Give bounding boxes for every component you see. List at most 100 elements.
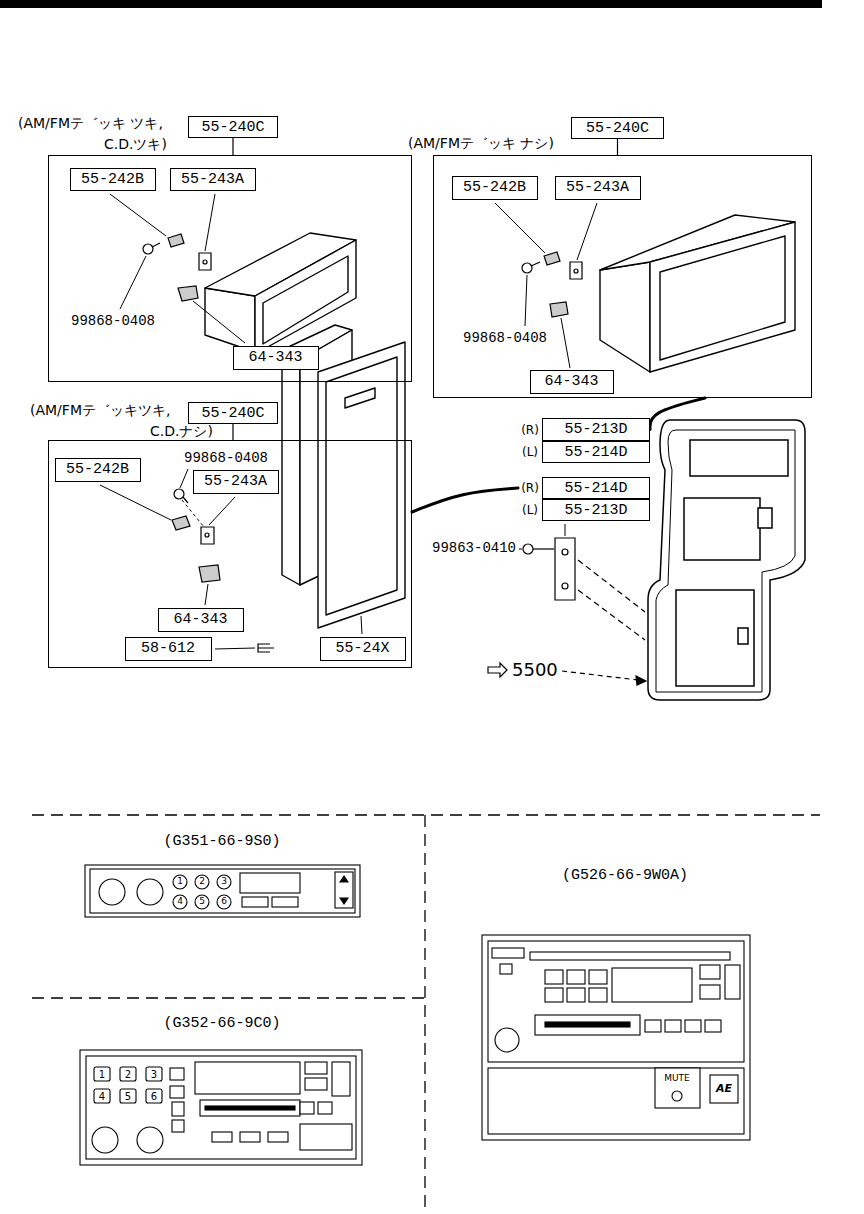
part-number-box: 55-240C <box>188 116 278 138</box>
radio-g352 <box>94 1067 110 1081</box>
preset-button-number: 3 <box>151 1069 157 1080</box>
radio-g526 <box>567 988 585 1002</box>
radio-g351 <box>137 879 163 905</box>
radio-g351 <box>99 879 125 905</box>
small-parts <box>550 302 568 317</box>
leader-line <box>577 203 597 260</box>
mounting-bracket <box>523 544 533 554</box>
radio-g351 <box>217 875 231 889</box>
option-heading: (AM/FMテ゛ッキツキ, <box>30 403 170 418</box>
radio-g352 <box>172 1120 184 1132</box>
part-number-box: 64-343 <box>158 608 244 632</box>
fastener-number: 99868-0408 <box>463 331 547 345</box>
reference-pointer <box>562 671 638 680</box>
radio-g351 <box>242 897 268 907</box>
radio-g352 <box>205 1106 295 1110</box>
leader-line <box>361 616 362 634</box>
radio-g352 <box>86 1056 356 1159</box>
part-number: 55-242B <box>81 172 144 187</box>
leader-line <box>561 318 570 368</box>
part-number-box: 64-343 <box>233 346 319 370</box>
leader-connector <box>232 424 233 440</box>
part-number: 55-240C <box>201 120 264 135</box>
side-marker: (R) <box>518 418 542 441</box>
bracket-part-number: (L)55-213D <box>518 499 650 521</box>
part-number: 64-343 <box>248 350 302 365</box>
leader-line <box>215 648 255 649</box>
part-number: 55-214D <box>542 477 650 499</box>
reference-pointer <box>488 663 507 677</box>
center-bezel <box>738 628 748 644</box>
part-number-box: 64-343 <box>530 370 614 394</box>
center-bezel <box>684 498 760 560</box>
radio-g526 <box>545 988 563 1002</box>
part-number-box: 58-612 <box>125 637 212 661</box>
option-heading: C.D.ツキ) <box>104 137 167 152</box>
preset-button-number: 6 <box>221 897 227 907</box>
radio-g526 <box>665 1020 681 1032</box>
part-number: 55-240C <box>201 406 264 421</box>
radio-g352 <box>170 1068 184 1080</box>
radio-g526 <box>612 968 692 1002</box>
preset-button-number: 2 <box>199 877 205 887</box>
model-number: (G352-66-9C0) <box>163 1016 280 1033</box>
preset-button-number: 1 <box>177 877 183 887</box>
radio-g351 <box>272 897 298 907</box>
button-legend: MUTE <box>664 1074 690 1084</box>
radio-g526 <box>589 988 607 1002</box>
section-divider <box>424 815 425 1214</box>
part-number-box: 55-242B <box>55 458 141 482</box>
small-parts <box>205 533 209 537</box>
radio-g352 <box>92 1127 118 1153</box>
mounting-bracket <box>562 583 568 589</box>
bracket-part-number: (L)55-214D <box>518 441 650 463</box>
pocket-tray <box>318 342 405 628</box>
small-parts <box>152 243 160 247</box>
mounting-bracket <box>555 538 575 600</box>
leader-line <box>525 275 527 326</box>
mounting-bracket <box>523 538 645 640</box>
leader-line <box>495 203 545 253</box>
part-number: 58-612 <box>141 641 195 656</box>
radio-g526 <box>530 952 730 960</box>
center-bezel <box>648 420 805 700</box>
pocket-tray <box>650 222 795 372</box>
part-number: 55-240C <box>586 121 649 136</box>
preset-button-number: 6 <box>151 1091 157 1102</box>
mounting-bracket <box>578 590 645 640</box>
leader-line <box>519 549 522 550</box>
center-bezel <box>690 440 788 476</box>
radio-g351 <box>217 895 231 909</box>
small-parts <box>570 262 582 279</box>
part-number-box: 55-242B <box>70 168 156 191</box>
section-divider <box>32 997 425 998</box>
radio-g352 <box>146 1089 162 1103</box>
part-number: 55-243A <box>204 474 267 489</box>
pocket-tray <box>600 262 650 372</box>
pocket-tray <box>345 388 375 408</box>
radio-g526 <box>655 1068 700 1108</box>
part-number-box: 55-24X <box>320 637 406 661</box>
center-bezel <box>676 590 754 686</box>
radio-g352 <box>200 1100 300 1116</box>
small-parts <box>168 234 184 247</box>
radio-g526 <box>482 935 750 1140</box>
radio-g526 <box>645 1020 661 1032</box>
bracket-part-number: (R)55-214D <box>518 477 650 499</box>
part-number: 55-243A <box>181 172 244 187</box>
small-parts <box>174 489 184 499</box>
leader-connector <box>617 139 618 155</box>
radio-g526 <box>495 1028 519 1052</box>
radio-g352 <box>94 1089 110 1103</box>
small-parts <box>544 252 560 265</box>
pocket-tray <box>326 357 397 615</box>
radio-g526 <box>705 1020 721 1032</box>
radio-g352 <box>300 1124 352 1150</box>
part-number-box: 55-242B <box>452 176 538 200</box>
radio-g526 <box>567 970 585 984</box>
leader-line <box>180 469 188 488</box>
fastener-number: 99868-0408 <box>184 451 268 465</box>
radio-g352 <box>146 1067 162 1081</box>
side-marker: (L) <box>518 441 542 463</box>
radio-g352 <box>120 1089 136 1103</box>
